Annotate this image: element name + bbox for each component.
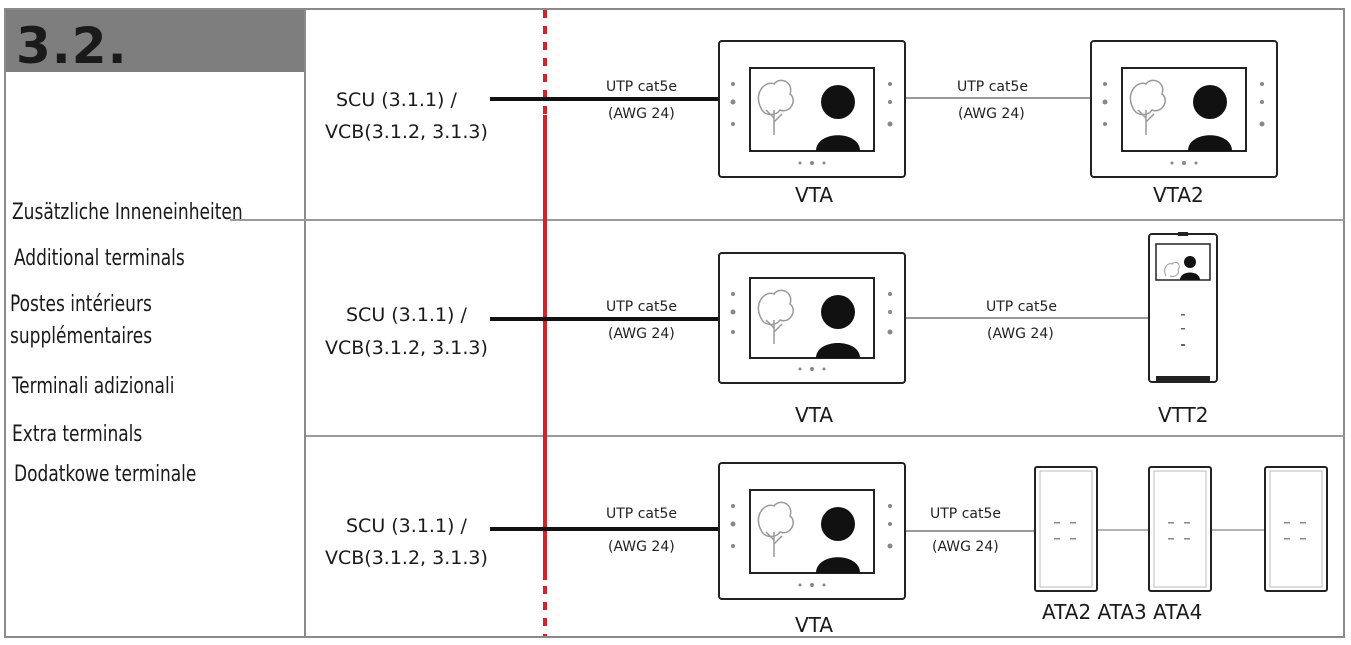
ata3-icon: [1148, 466, 1212, 592]
left-column-divider: [304, 10, 306, 636]
row1-source-line1: SCU (3.1.1) /: [336, 89, 457, 111]
row2-vta-monitor-icon: [718, 252, 906, 384]
row2-cable2-label-2: (AWG 24): [987, 326, 1054, 342]
row2-cable2-label-1: UTP cat5e: [986, 299, 1057, 315]
row-divider-2: [306, 435, 1345, 437]
label-french-2: supplémentaires: [10, 324, 153, 349]
section-number-box: 3.2.: [6, 10, 304, 75]
row3-device-second: ATA2 ATA3 ATA4: [1042, 600, 1203, 624]
row2-vtt2-terminal-icon: [1148, 232, 1218, 383]
row2-source-line1: SCU (3.1.1) /: [346, 304, 467, 326]
row2-cable-label-1: UTP cat5e: [606, 299, 677, 315]
row1-vta2-monitor-icon: [1090, 40, 1278, 178]
row1-source-line2: VCB(3.1.2, 3.1.3): [325, 121, 488, 143]
row2-device-second: VTT2: [1158, 403, 1209, 427]
label-english-2: Extra terminals: [12, 422, 143, 447]
label-french-1: Postes intérieurs: [10, 292, 152, 317]
row3-cable2-label-2: (AWG 24): [932, 539, 999, 555]
row3-cable-label-2: (AWG 24): [608, 539, 675, 555]
row2-cable-label-2: (AWG 24): [608, 326, 675, 342]
row3-cable2-label-1: UTP cat5e: [930, 506, 1001, 522]
boundary-solid-segment: [543, 115, 547, 580]
row3-thin-cable: [906, 530, 1034, 532]
row1-device-second: VTA2: [1153, 183, 1204, 207]
label-english: Additional terminals: [14, 246, 185, 271]
label-german: Zusätzliche Inneneinheiten: [12, 200, 243, 225]
section-number: 3.2.: [16, 17, 128, 75]
row2-source-line2: VCB(3.1.2, 3.1.3): [325, 337, 488, 359]
row1-cable2-label-2: (AWG 24): [958, 106, 1025, 122]
row1-cable-label-1: UTP cat5e: [606, 79, 677, 95]
row1-device-main: VTA: [795, 183, 834, 207]
row3-vta-monitor-icon: [718, 462, 906, 600]
row3-source-line1: SCU (3.1.1) /: [346, 515, 467, 537]
ata4-icon: [1264, 466, 1328, 592]
row3-device-main: VTA: [795, 613, 834, 637]
row2-bus-cable: [490, 317, 718, 321]
row1-thin-cable: [906, 97, 1090, 99]
label-polish: Dodatkowe terminale: [14, 462, 197, 487]
row3-ata-units-icons: [1034, 466, 1328, 592]
row3-cable-label-1: UTP cat5e: [606, 506, 677, 522]
row3-source-line2: VCB(3.1.2, 3.1.3): [325, 547, 488, 569]
row2-device-main: VTA: [795, 403, 834, 427]
ata2-icon: [1034, 466, 1098, 592]
row1-cable2-label-1: UTP cat5e: [957, 79, 1028, 95]
row3-bus-cable: [490, 527, 718, 531]
row-divider-1: [306, 219, 1345, 221]
row1-vta-monitor-icon: [718, 40, 906, 178]
row-divider-1-extension: [230, 219, 306, 221]
row1-cable-label-2: (AWG 24): [608, 106, 675, 122]
row1-bus-cable: [490, 97, 718, 101]
label-italian: Terminali adizionali: [12, 374, 175, 399]
row2-thin-cable: [906, 317, 1150, 319]
diagram-frame: [4, 8, 1345, 638]
